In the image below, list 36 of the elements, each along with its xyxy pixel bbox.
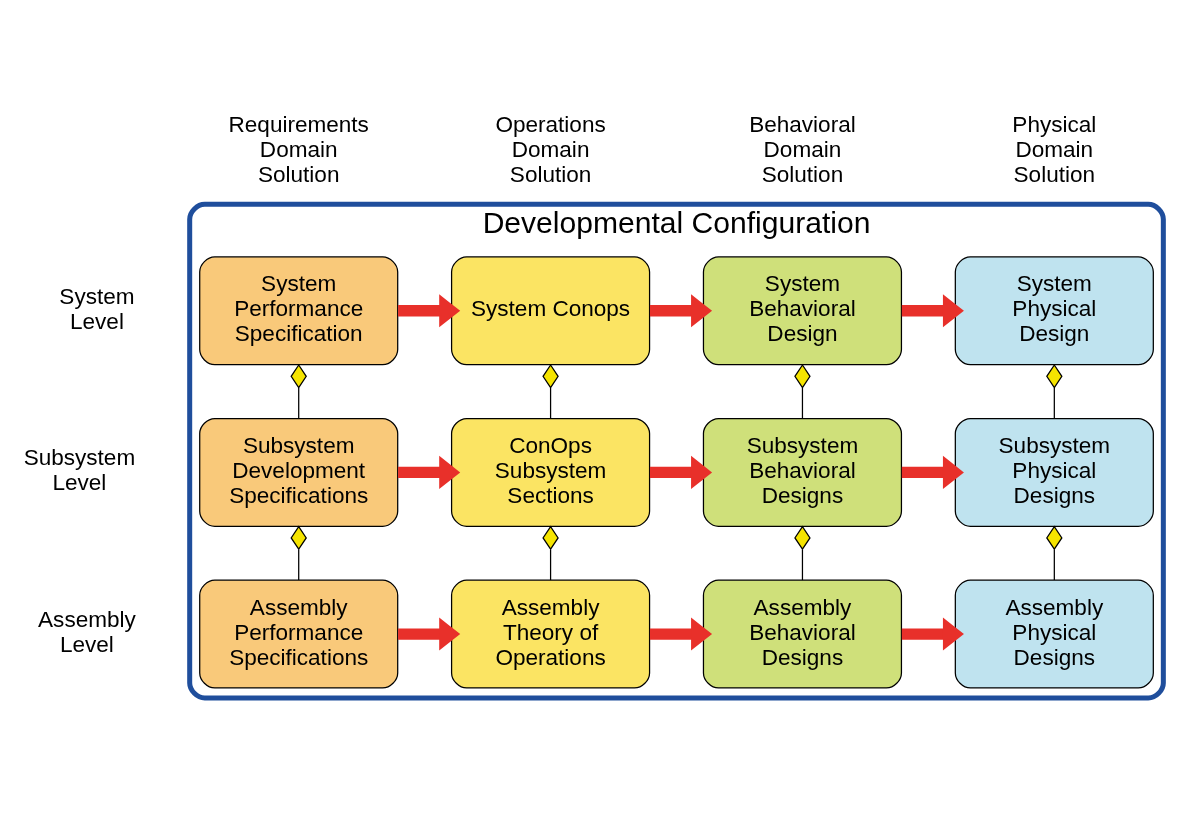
node-box: System Conops — [450, 255, 651, 365]
node-box: Subsystem Physical Designs — [954, 417, 1154, 527]
node-box: Subsystem Development Specifications — [199, 417, 399, 527]
label: System Level — [59, 283, 135, 334]
node-box: System Behavioral Design — [702, 255, 903, 365]
node-box: System Physical Design — [954, 255, 1154, 365]
label: Behavioral Domain Solution — [749, 111, 856, 187]
arrow — [398, 455, 461, 489]
label: Operations Domain Solution — [495, 111, 606, 187]
node-box: Assembly Performance Specifications — [199, 579, 399, 689]
node-box: Assembly Behavioral Designs — [702, 579, 903, 689]
connector — [542, 525, 559, 581]
arrow — [649, 455, 713, 489]
connector — [794, 363, 811, 419]
arrow — [901, 293, 964, 327]
connector — [542, 363, 559, 419]
connector — [290, 363, 307, 419]
label: Subsystem Level — [23, 444, 136, 495]
node-box: Assembly Physical Designs — [954, 579, 1154, 689]
connector — [1046, 363, 1063, 419]
connector — [1046, 525, 1063, 581]
node-box: ConOps Subsystem Sections — [450, 417, 651, 527]
node-box: Subsystem Behavioral Designs — [702, 417, 903, 527]
arrow — [649, 617, 713, 651]
label: Assembly Level — [38, 606, 136, 657]
arrow — [398, 617, 461, 651]
label: Requirements Domain Solution — [228, 111, 369, 187]
connector — [794, 525, 811, 581]
arrow — [398, 293, 461, 327]
arrow — [901, 455, 964, 489]
node-box: System Performance Specification — [199, 255, 399, 365]
connector — [290, 525, 307, 581]
arrow — [901, 617, 964, 651]
node-box: Assembly Theory of Operations — [450, 579, 651, 689]
label: Physical Domain Solution — [1012, 111, 1097, 187]
arrow — [649, 293, 713, 327]
